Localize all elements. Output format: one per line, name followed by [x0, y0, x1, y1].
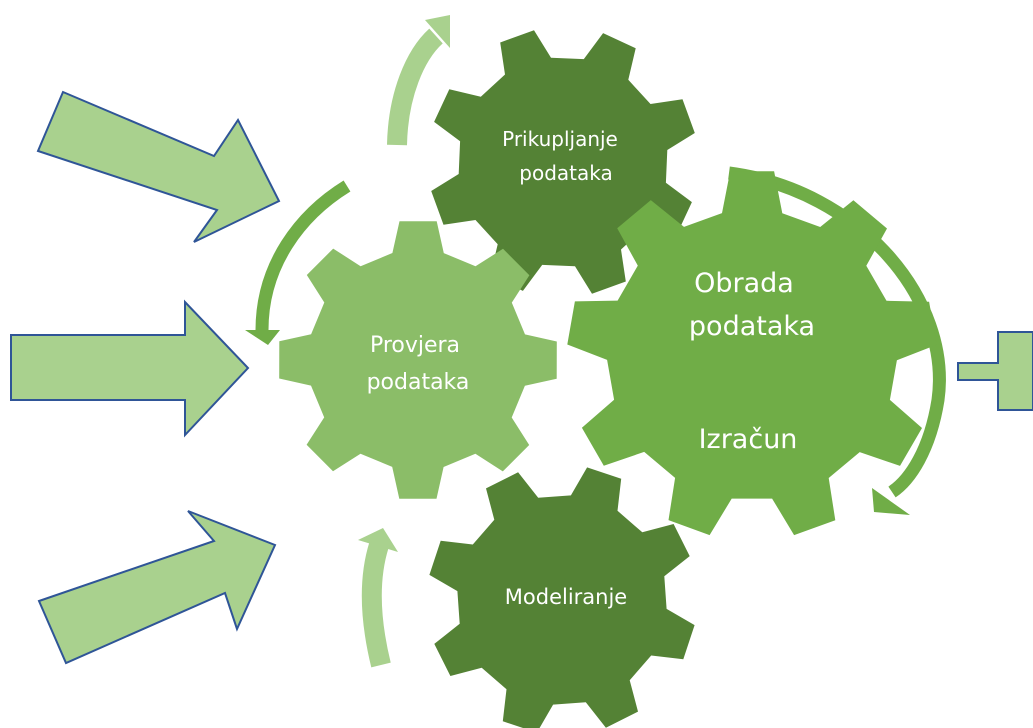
gear-provjera-shape [279, 221, 557, 499]
gear-prikupljanje-label-line1: Prikupljanje [502, 127, 618, 151]
output-arrow [957, 331, 1033, 411]
input-arrow-middle [10, 299, 250, 438]
gear-provjera-label-line1: Provjera [370, 333, 460, 358]
gear-obrada-label-line1: Obrada [694, 268, 794, 299]
curve-arrow-top [387, 15, 450, 146]
curve-arrow-top-left [245, 180, 351, 345]
gear-modeliranje: Modeliranje [429, 467, 695, 728]
input-arrow-bottom [37, 510, 277, 665]
gear-obrada-label-line2: podataka [689, 311, 815, 342]
gear-provjera: Provjera podataka [279, 221, 557, 499]
gear-provjera-label-line2: podataka [367, 370, 470, 395]
curve-arrow-bottom [358, 528, 398, 668]
curve-arrow-right [728, 166, 946, 515]
gear-obrada-label-line3: Izračun [699, 424, 798, 455]
gear-prikupljanje-label-line2: podataka [519, 161, 612, 185]
gear-obrada: Obrada podataka Izračun [567, 171, 937, 536]
gear-modeliranje-label-line1: Modeliranje [505, 585, 627, 609]
gear-modeliranje-shape [429, 467, 695, 728]
input-arrow-top [36, 90, 281, 243]
gear-obrada-shape [567, 171, 937, 536]
